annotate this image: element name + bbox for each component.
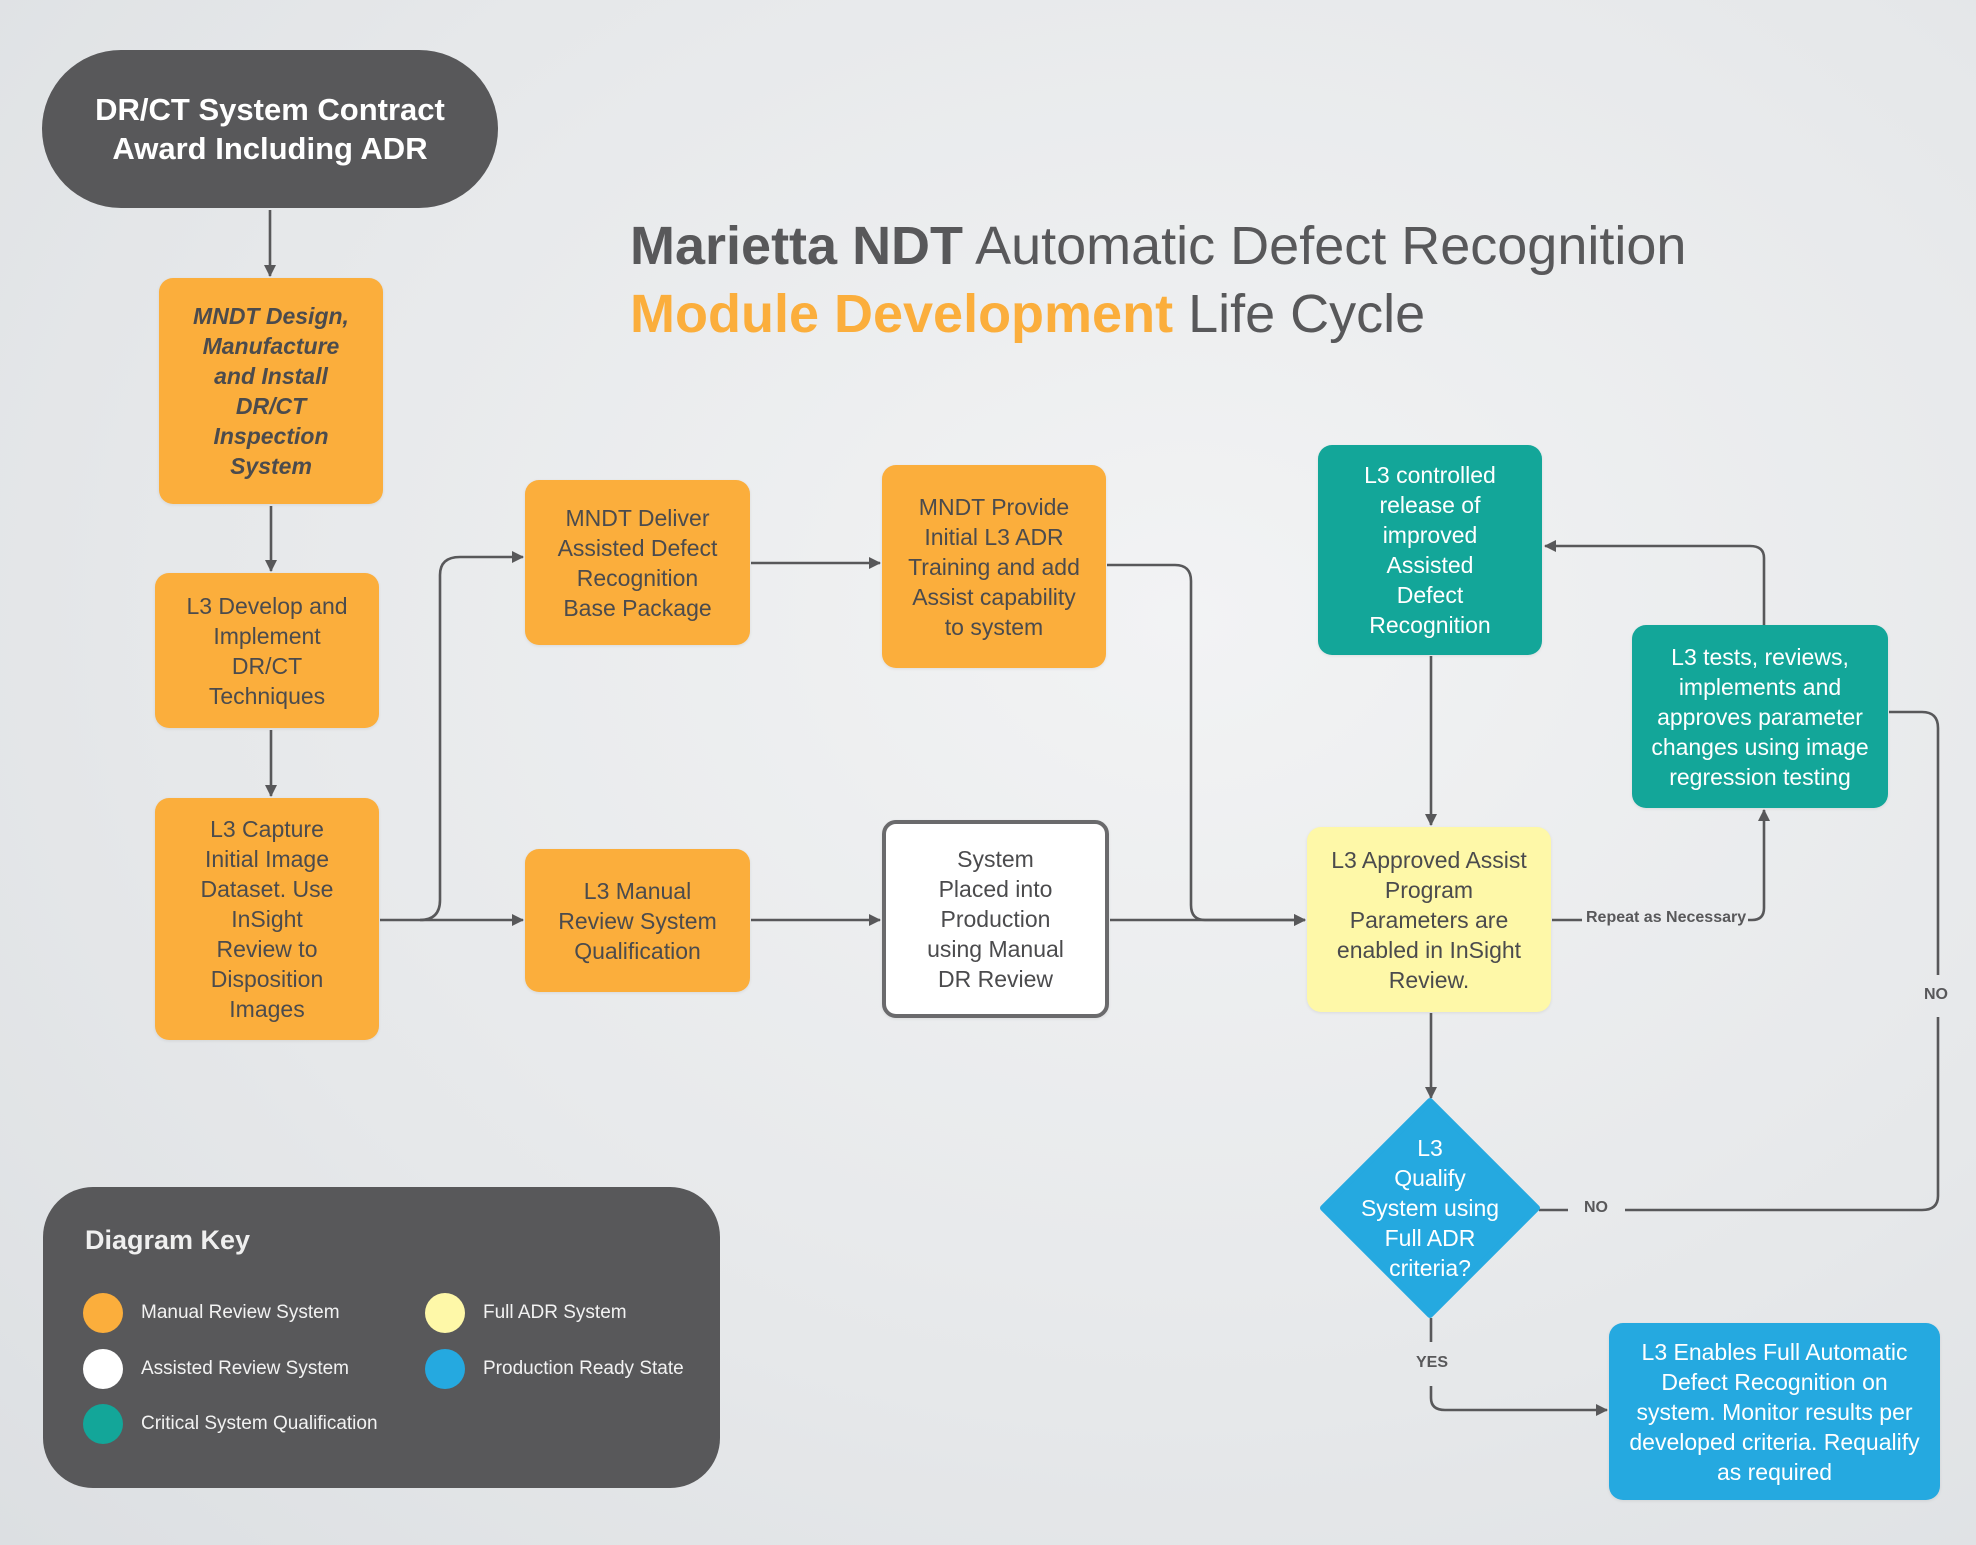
key-label: Manual Review System [141,1302,340,1323]
title-accent: Module Development [630,284,1174,344]
key-dot-full-adr-icon [425,1293,465,1333]
node-mndt-design: MNDT Design, Manufacture and Install DR/… [159,278,383,504]
edge-label-repeat: Repeat as Necessary [1586,909,1747,926]
node-l3-capture-label: L3 Capture Initial Image Dataset. Use In… [200,816,334,1022]
start-node-label: DR/CT System Contract Award Including AD… [95,92,445,166]
edge-tests-to-controlled [1544,540,1766,625]
title-line-1: Marietta NDT Automatic Defect Recognitio… [630,212,1686,280]
key-item-manual: Manual Review System [83,1293,340,1333]
key-item-assisted: Assisted Review System [83,1349,349,1389]
node-mndt-deliver-label: MNDT Deliver Assisted Defect Recognition… [557,504,718,621]
start-node: DR/CT System Contract Award Including AD… [42,50,498,208]
node-l3-manual: L3 Manual Review System Qualification [525,849,750,992]
key-dot-production-icon [425,1349,465,1389]
edge-provide-to-approved [1107,563,1306,926]
title-suffix: Life Cycle [1173,284,1426,344]
key-item-production: Production Ready State [425,1349,684,1389]
node-l3-tests-label: L3 tests, reviews, implements and approv… [1651,643,1869,790]
node-l3-controlled-label: L3 controlled release of improved Assist… [1364,462,1496,638]
key-item-critical: Critical System Qualification [83,1404,378,1444]
edge-capture-to-deliver [419,551,524,922]
edge-label-yes: YES [1416,1354,1449,1371]
edge-label-no-bottom: NO [1584,1199,1608,1216]
node-system-placed: System Placed into Production using Manu… [882,820,1109,1018]
node-mndt-provide: MNDT Provide Initial L3 ADR Training and… [882,465,1106,668]
node-l3-develop-label: L3 Develop and Implement DR/CT Technique… [186,592,348,709]
node-system-placed-label: System Placed into Production using Manu… [927,846,1064,992]
decision-label: L3 Qualify System using Full ADR criteri… [1360,1135,1500,1281]
key-label: Full ADR System [483,1302,627,1323]
key-label: Assisted Review System [141,1358,350,1379]
node-l3-enables-label: L3 Enables Full Automatic Defect Recogni… [1629,1338,1920,1485]
key-dot-assisted-icon [83,1349,123,1389]
node-l3-develop: L3 Develop and Implement DR/CT Technique… [155,573,379,728]
key-label: Critical System Qualification [141,1413,378,1434]
edge-tests-no-right [1889,710,1940,975]
node-l3-capture: L3 Capture Initial Image Dataset. Use In… [155,798,379,1040]
key-label: Production Ready State [483,1358,684,1379]
key-dot-critical-icon [83,1404,123,1444]
title-line-2: Module Development Life Cycle [630,280,1686,348]
page-title: Marietta NDT Automatic Defect Recognitio… [630,212,1686,348]
decision-label-box: L3 Qualify System using Full ADR criteri… [1340,1120,1520,1296]
key-item-full-adr: Full ADR System [425,1293,627,1333]
node-mndt-design-label: MNDT Design, Manufacture and Install DR/… [193,303,349,479]
edge-label-no-right: NO [1924,986,1948,1003]
decision-diamond [1320,1098,1540,1318]
node-l3-manual-label: L3 Manual Review System Qualification [558,877,717,964]
node-l3-enables: L3 Enables Full Automatic Defect Recogni… [1609,1323,1940,1500]
diagram-key: Diagram Key Manual Review System Full AD… [43,1187,720,1488]
node-l3-tests: L3 tests, reviews, implements and approv… [1632,625,1888,808]
title-subject: Automatic Defect Recognition [963,216,1687,276]
title-brand: Marietta NDT [630,216,964,276]
node-mndt-provide-label: MNDT Provide Initial L3 ADR Training and… [908,493,1080,640]
diagram-key-title: Diagram Key [85,1225,251,1255]
node-l3-approved-label: L3 Approved Assist Program Parameters ar… [1331,846,1527,993]
node-l3-approved: L3 Approved Assist Program Parameters ar… [1307,827,1551,1012]
key-dot-manual-icon [83,1293,123,1333]
node-l3-controlled: L3 controlled release of improved Assist… [1318,445,1542,655]
node-mndt-deliver: MNDT Deliver Assisted Defect Recognition… [525,480,750,645]
